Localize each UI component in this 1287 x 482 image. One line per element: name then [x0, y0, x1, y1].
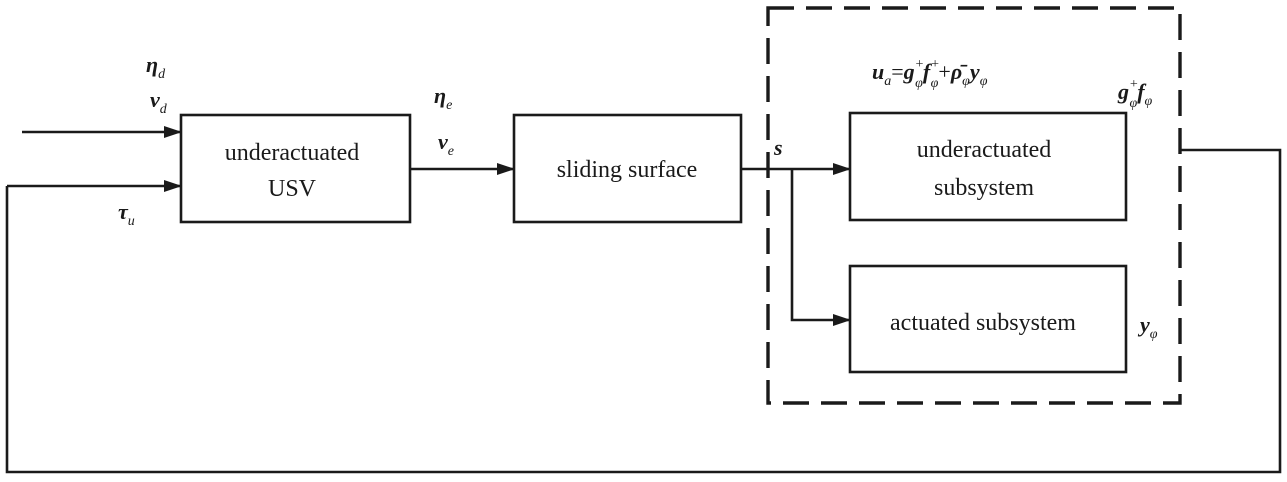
underactuated-usv-block — [179, 113, 412, 224]
control-law-equation: ua=g+φf+φ+ρ̄φyφ — [872, 57, 988, 91]
usv-label-line1: underactuated — [225, 140, 360, 166]
under-sub-label-line2: subsystem — [934, 175, 1034, 201]
actuated-subsystem-block — [848, 264, 1128, 374]
v-d-symbol: vd — [150, 87, 168, 117]
sliding-surface-label: sliding surface — [557, 157, 698, 183]
sliding-surface-block — [512, 113, 743, 224]
y-phi-symbol: yφ — [1137, 312, 1158, 342]
controller-region — [766, 6, 1182, 405]
s-to-actuated-arrow — [790, 169, 851, 326]
actuated-sub-label: actuated subsystem — [890, 310, 1076, 336]
feedback-loop-wire — [5, 148, 1282, 474]
underactuated-subsystem-block — [848, 111, 1128, 222]
under-sub-label-line1: underactuated — [917, 137, 1052, 163]
eta-d-symbol: ηd — [146, 52, 166, 82]
eta-e-symbol: ηe — [434, 83, 452, 113]
s-symbol: s — [773, 135, 783, 160]
tau-u-symbol: τu — [118, 199, 135, 229]
usv-label-line2: USV — [268, 176, 317, 202]
g-plus-f-phi-symbol: g+φfφ — [1117, 77, 1153, 111]
v-e-symbol: ve — [438, 129, 454, 159]
